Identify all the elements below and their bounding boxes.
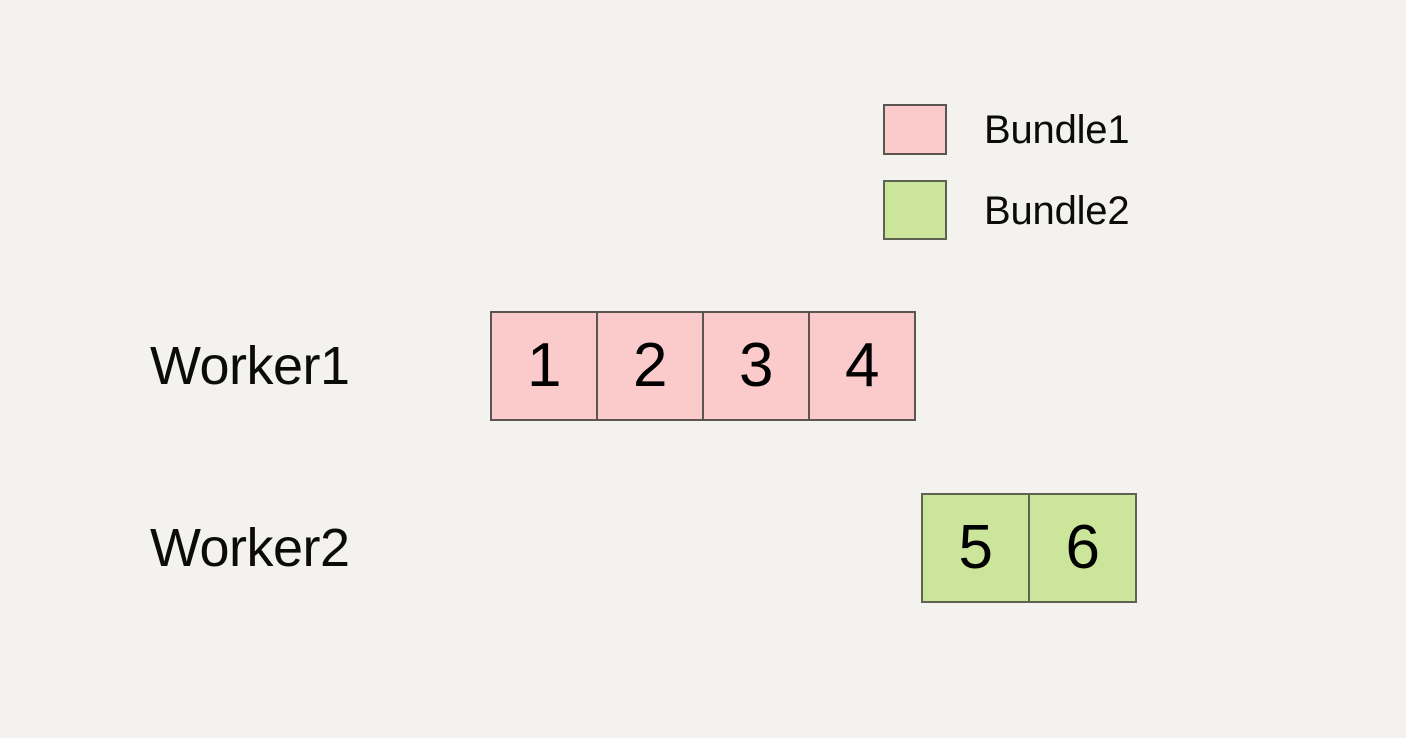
task-cell: 6 [1028, 493, 1137, 603]
worker-row-worker1: Worker1 1 2 3 4 [0, 311, 1406, 423]
legend-label-bundle2: Bundle2 [984, 189, 1130, 233]
color-swatch-icon-bundle1 [883, 104, 947, 155]
legend-item-bundle1: Bundle1 [883, 104, 1130, 155]
task-cell: 1 [490, 311, 598, 421]
legend-item-bundle2: Bundle2 [883, 180, 1130, 240]
color-swatch-icon-bundle2 [883, 180, 947, 240]
task-cell: 5 [921, 493, 1030, 603]
task-cell: 2 [596, 311, 704, 421]
cell-strip-worker1: 1 2 3 4 [490, 311, 916, 421]
worker-label-worker2: Worker2 [150, 518, 350, 578]
legend-label-bundle1: Bundle1 [984, 107, 1130, 152]
cell-strip-worker2: 5 6 [921, 493, 1137, 603]
task-cell: 3 [702, 311, 810, 421]
worker-row-worker2: Worker2 5 6 [0, 493, 1406, 605]
worker-label-worker1: Worker1 [150, 336, 350, 396]
task-cell: 4 [808, 311, 916, 421]
